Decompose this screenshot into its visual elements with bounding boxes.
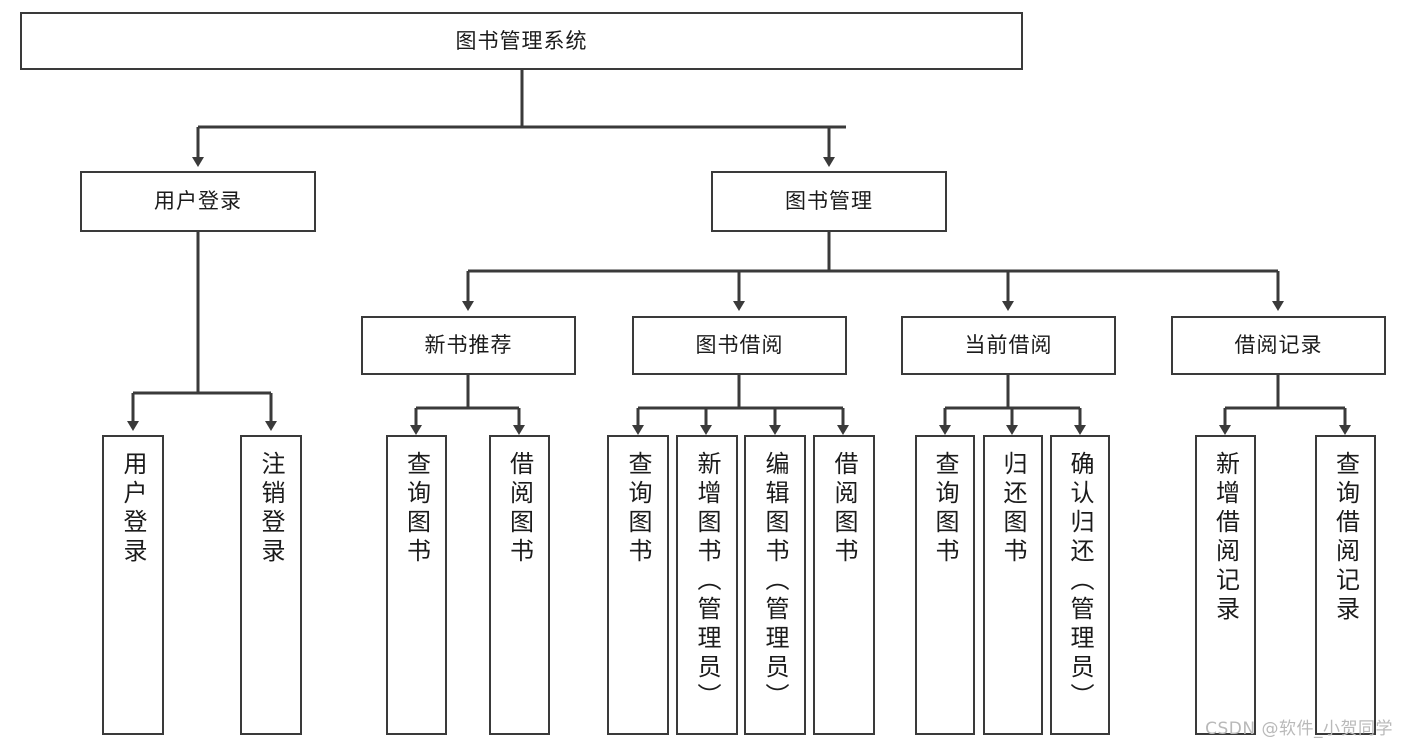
leaf-new-book-2-label: 借阅图书 (505, 451, 534, 567)
leaf-new-book-1-label: 查询图书 (402, 451, 431, 567)
leaf-borrow-record-1-label: 新增借阅记录 (1211, 451, 1240, 625)
leaf-user-login-2[interactable]: 注销登录 (240, 435, 302, 735)
leaf-user-login-1[interactable]: 用户登录 (102, 435, 164, 735)
node-book-manage-label: 图书管理 (785, 189, 873, 214)
node-borrow-record[interactable]: 借阅记录 (1171, 316, 1386, 375)
node-new-book-recommend[interactable]: 新书推荐 (361, 316, 576, 375)
leaf-current-borrow-2-label: 归还图书 (999, 451, 1027, 567)
leaf-new-book-1[interactable]: 查询图书 (386, 435, 447, 735)
leaf-current-borrow-2[interactable]: 归还图书 (983, 435, 1043, 735)
leaf-new-book-2[interactable]: 借阅图书 (489, 435, 550, 735)
leaf-book-borrow-4-label: 借阅图书 (830, 451, 858, 567)
leaf-book-borrow-2-label: 新增图书（管理员） (693, 451, 721, 712)
node-user-login-label: 用户登录 (154, 189, 242, 214)
leaf-current-borrow-1-label: 查询图书 (931, 451, 959, 567)
node-current-borrow-label: 当前借阅 (964, 333, 1053, 358)
leaf-book-borrow-1[interactable]: 查询图书 (607, 435, 669, 735)
node-current-borrow[interactable]: 当前借阅 (901, 316, 1116, 375)
node-user-login[interactable]: 用户登录 (80, 171, 316, 232)
node-borrow-record-label: 借阅记录 (1234, 333, 1323, 358)
node-book-borrow[interactable]: 图书借阅 (632, 316, 847, 375)
node-new-book-recommend-label: 新书推荐 (424, 333, 513, 358)
node-root[interactable]: 图书管理系统 (20, 12, 1023, 70)
leaf-book-borrow-4[interactable]: 借阅图书 (813, 435, 875, 735)
leaf-book-borrow-3[interactable]: 编辑图书（管理员） (744, 435, 806, 735)
leaf-current-borrow-3-label: 确认归还（管理员） (1066, 451, 1094, 712)
node-root-label: 图书管理系统 (455, 28, 588, 53)
leaf-book-borrow-2[interactable]: 新增图书（管理员） (676, 435, 738, 735)
leaf-borrow-record-1[interactable]: 新增借阅记录 (1195, 435, 1256, 735)
node-book-manage[interactable]: 图书管理 (711, 171, 947, 232)
leaf-current-borrow-1[interactable]: 查询图书 (915, 435, 975, 735)
leaf-user-login-2-label: 注销登录 (257, 451, 285, 567)
leaf-borrow-record-2[interactable]: 查询借阅记录 (1315, 435, 1376, 735)
leaf-book-borrow-3-label: 编辑图书（管理员） (761, 451, 789, 712)
leaf-user-login-1-label: 用户登录 (119, 451, 147, 567)
leaf-borrow-record-2-label: 查询借阅记录 (1331, 451, 1360, 625)
leaf-current-borrow-3[interactable]: 确认归还（管理员） (1050, 435, 1110, 735)
leaf-book-borrow-1-label: 查询图书 (624, 451, 652, 567)
node-book-borrow-label: 图书借阅 (695, 333, 784, 358)
